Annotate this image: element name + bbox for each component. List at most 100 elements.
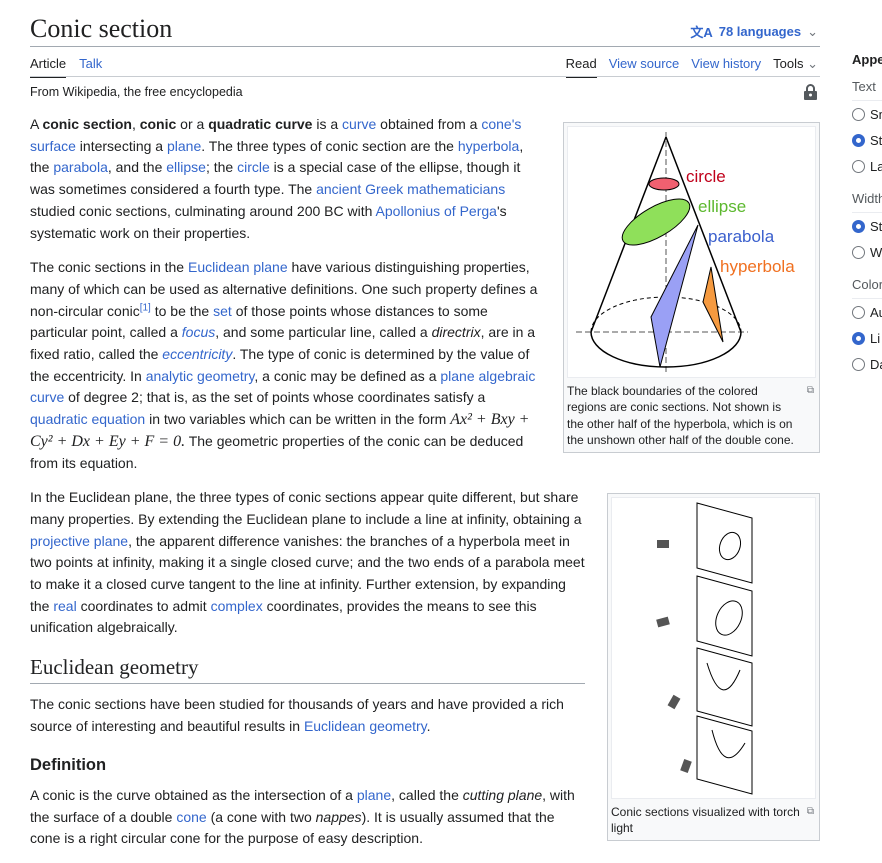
enlarge-icon[interactable]: ⧉ <box>806 805 814 817</box>
link[interactable]: plane <box>356 786 392 803</box>
text: , and some particular line, called a <box>215 324 432 341</box>
text: , the apparent difference vanishes: the … <box>30 532 585 614</box>
link[interactable]: focus <box>181 324 216 341</box>
radio-button[interactable] <box>852 357 865 371</box>
link[interactable]: cone <box>176 808 207 825</box>
radio-label: Au <box>870 304 882 320</box>
torch-light-diagram[interactable] <box>611 497 816 800</box>
article-body: circle ellipse parabola hyperbola The bl… <box>30 114 820 863</box>
link[interactable]: curve <box>342 116 377 132</box>
tagline: From Wikipedia, the free encyclopedia <box>30 85 243 99</box>
tools-menu[interactable]: Tools ⌄ <box>773 56 818 78</box>
text: cutting plane <box>462 786 543 803</box>
chevron-down-icon: ⌄ <box>807 23 818 39</box>
link[interactable]: plane algebraic curve <box>30 367 536 406</box>
text: ; the <box>205 159 238 176</box>
radio-option[interactable]: Da <box>852 351 882 377</box>
link[interactable]: projective plane <box>30 532 129 549</box>
link[interactable]: eccentricity <box>162 346 233 363</box>
text: of those points whose distances to some … <box>30 302 488 341</box>
divider <box>30 46 820 47</box>
figure-caption: Conic sections visualized with torch lig… <box>611 804 800 836</box>
text: , and the <box>107 159 167 176</box>
label-circle: circle <box>686 167 726 186</box>
section-heading-definition: Definition <box>30 756 107 775</box>
radio-button[interactable] <box>852 305 865 319</box>
radio-option[interactable]: Sm <box>852 101 882 127</box>
text: A <box>30 116 43 132</box>
link[interactable]: cone's surface <box>30 116 522 154</box>
text: coordinates, provides the means to see t… <box>30 597 537 636</box>
radio-button[interactable] <box>852 219 865 233</box>
radio-button[interactable] <box>852 107 865 121</box>
tools-label: Tools <box>773 56 804 71</box>
radio-button[interactable] <box>852 159 865 173</box>
radio-option[interactable]: Li <box>852 325 882 351</box>
link[interactable]: [1] <box>139 301 151 313</box>
text: The conic sections in the <box>30 259 188 276</box>
link[interactable]: circle <box>237 159 270 176</box>
radio-option[interactable]: St <box>852 127 882 153</box>
text: obtained from a <box>376 116 482 132</box>
paragraph: The conic sections in the Euclidean plan… <box>30 257 550 474</box>
radio-button[interactable] <box>852 133 865 147</box>
section-heading-euclidean-geometry: Euclidean geometry <box>30 656 585 684</box>
link[interactable]: set <box>213 302 232 319</box>
text: . The type of conic is determined by the… <box>30 346 530 384</box>
radio-button[interactable] <box>852 245 865 259</box>
tab-talk[interactable]: Talk <box>79 56 103 71</box>
radio-label: St <box>870 132 882 148</box>
page-title: Conic section <box>30 14 173 43</box>
link[interactable]: quadratic equation <box>30 411 146 428</box>
text: quadratic curve <box>208 116 313 132</box>
link[interactable]: analytic geometry <box>145 367 255 384</box>
cone-diagram[interactable]: circle ellipse parabola hyperbola <box>567 126 816 378</box>
text: The conic sections have been studied for… <box>30 695 564 734</box>
link[interactable]: hyperbola <box>457 137 520 154</box>
radio-label: W <box>870 244 882 260</box>
radio-option[interactable]: St <box>852 213 882 239</box>
tab-read[interactable]: Read <box>565 56 597 78</box>
appearance-group-label: Width <box>852 185 882 213</box>
radio-option[interactable]: La <box>852 153 882 179</box>
link[interactable]: complex <box>210 597 263 614</box>
link[interactable]: real <box>53 597 77 614</box>
link[interactable]: ellipse <box>166 159 206 176</box>
label-parabola: parabola <box>708 227 775 246</box>
radio-option[interactable]: Au <box>852 299 882 325</box>
link[interactable]: Apollonius of Perga <box>375 202 497 219</box>
label-hyperbola: hyperbola <box>720 257 795 276</box>
link[interactable]: parabola <box>53 159 108 176</box>
lock-icon[interactable] <box>804 84 817 100</box>
radio-label: Li <box>870 330 881 346</box>
tab-view-history[interactable]: View history <box>691 56 762 71</box>
link[interactable]: Euclidean plane <box>187 259 288 276</box>
text: nappes <box>315 808 362 825</box>
radio-option[interactable]: W <box>852 239 882 265</box>
link[interactable]: Euclidean geometry <box>303 717 427 734</box>
text: . The three types of conic section are t… <box>201 137 458 154</box>
figure-torch-light: Conic sections visualized with torch lig… <box>607 493 820 841</box>
text: in two variables which can be written in… <box>145 411 451 428</box>
radio-label: La <box>870 158 882 174</box>
enlarge-icon[interactable]: ⧉ <box>806 384 814 396</box>
figure-conic-sections: circle ellipse parabola hyperbola The bl… <box>563 122 820 453</box>
tab-article[interactable]: Article <box>30 56 67 78</box>
link[interactable]: plane <box>166 137 202 154</box>
text: The geometric properties of the conic ca… <box>30 432 524 471</box>
tab-view-source[interactable]: View source <box>608 56 680 71</box>
translate-icon: 文A <box>690 25 713 40</box>
paragraph: In the Euclidean plane, the three types … <box>30 487 585 639</box>
divider <box>30 76 820 77</box>
text: , called the <box>391 786 463 803</box>
link[interactable]: ancient Greek mathematicians <box>316 181 506 198</box>
paragraph: A conic section, conic or a quadratic cu… <box>30 114 550 244</box>
text: studied conic sections, culminating arou… <box>30 202 376 219</box>
radio-button[interactable] <box>852 331 865 345</box>
appearance-group-label: Color <box>852 271 882 299</box>
math-formula: Ax² + Bxy + Cy² + Dx + Ey + F = 0. <box>30 411 530 450</box>
appearance-group-label: Text <box>852 73 882 101</box>
text: , <box>131 116 140 132</box>
text: directrix <box>431 324 481 341</box>
